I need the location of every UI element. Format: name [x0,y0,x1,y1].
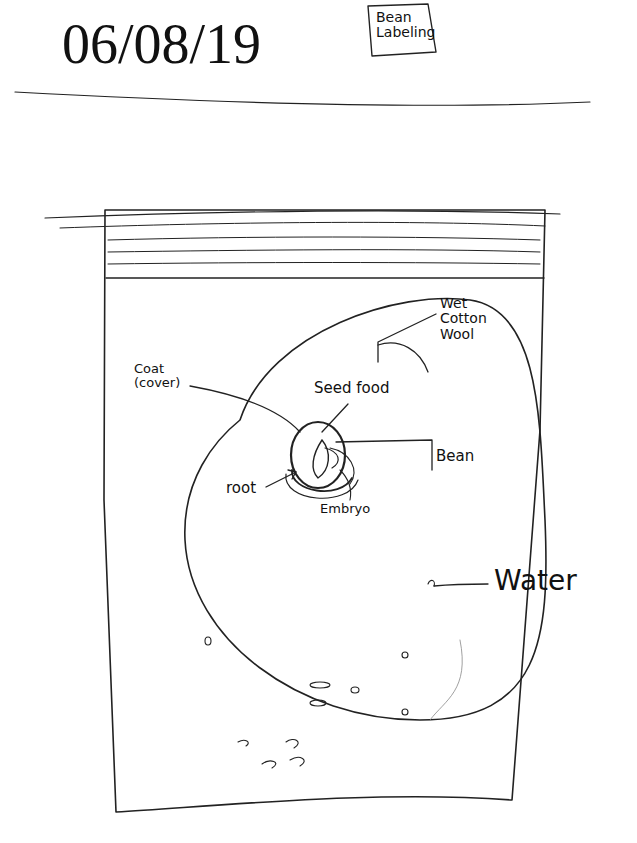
part-label: Coat (cover) [134,362,190,391]
part-label: Water [494,566,577,597]
part-label: Seed food [312,380,391,397]
part-label: Embryo [318,502,372,516]
title-text: Bean Labeling [376,10,430,41]
part-label: Wet Cotton Wool [440,296,498,342]
part-label: Bean [436,448,474,465]
date-label: 06/08/19 [62,14,261,76]
part-label: root [226,480,256,497]
